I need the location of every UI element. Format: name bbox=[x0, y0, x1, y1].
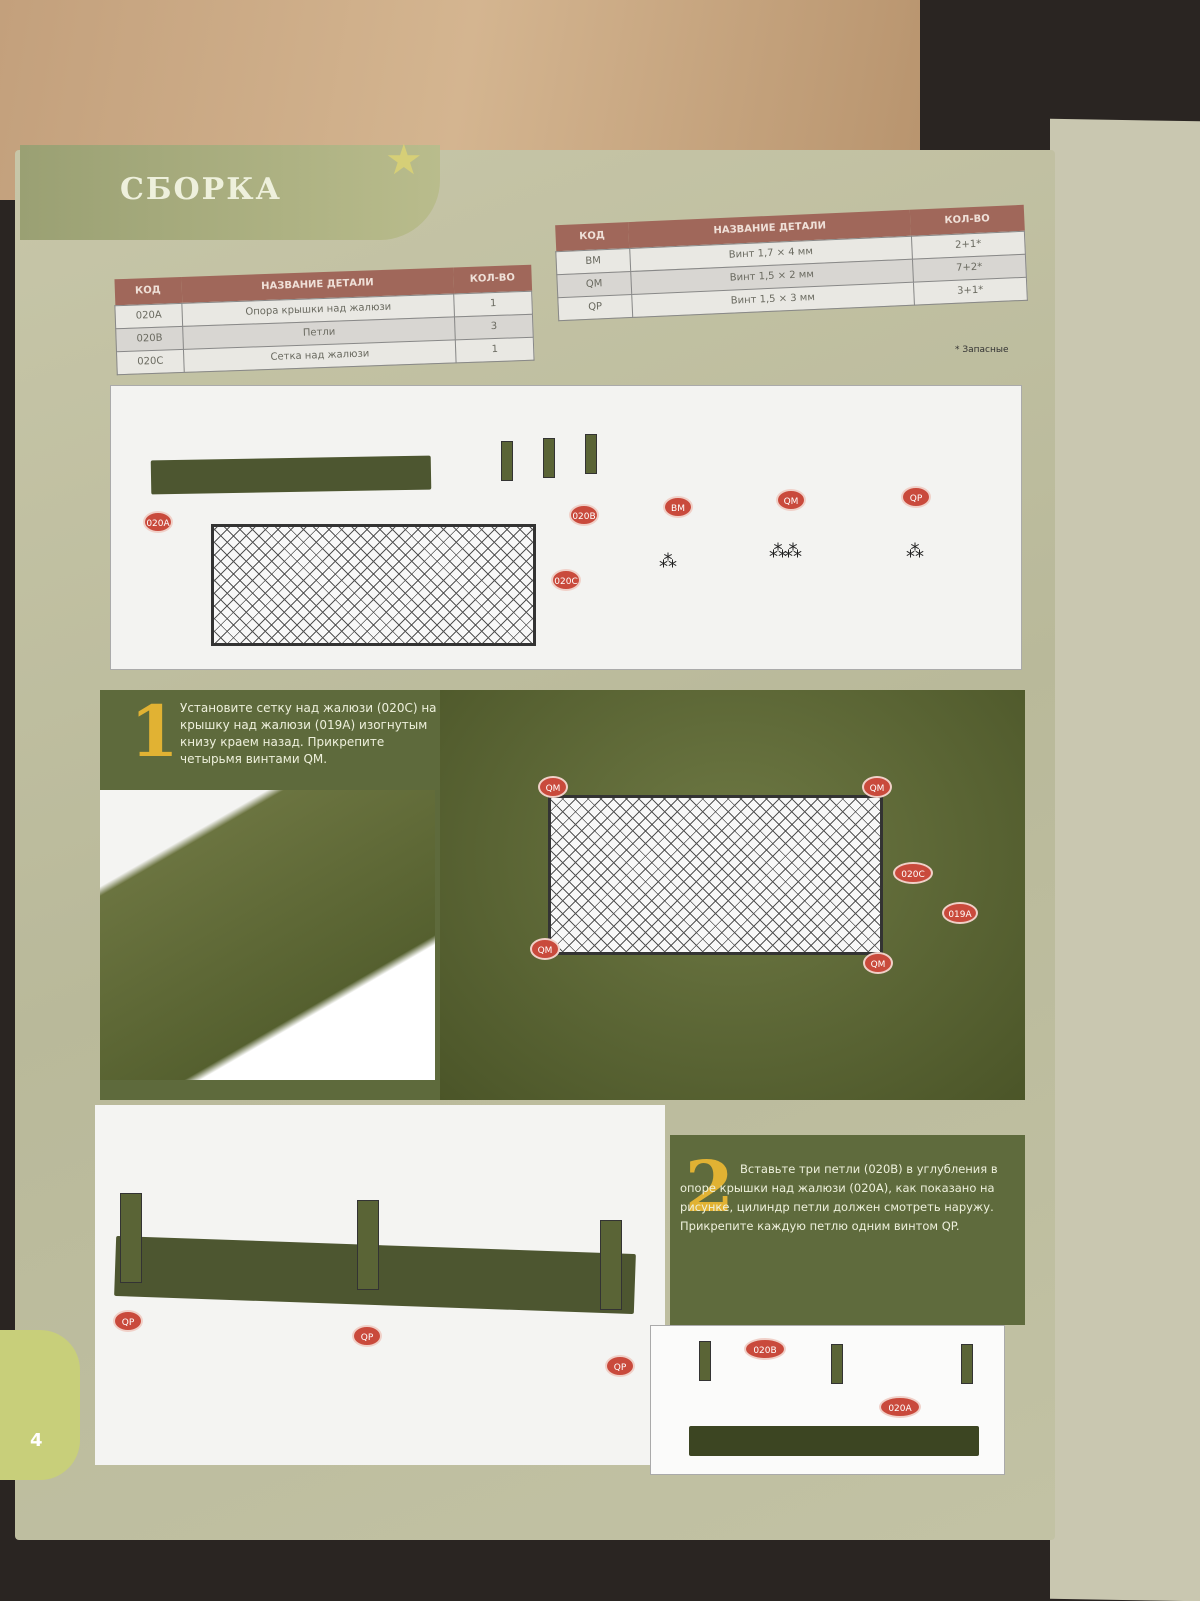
label-019a: 019A bbox=[942, 902, 978, 924]
step-number: 2 bbox=[685, 1145, 734, 1228]
label-020b: 020B bbox=[569, 504, 599, 526]
star-icon: ★ bbox=[385, 135, 423, 184]
label-qm: QM bbox=[863, 952, 893, 974]
col-header: КОД bbox=[554, 222, 630, 252]
header-banner bbox=[20, 145, 440, 240]
hinge-image bbox=[501, 441, 513, 481]
page-number-tab bbox=[0, 1330, 80, 1480]
mesh-part-image bbox=[211, 524, 536, 646]
step-2-instructions: Вставьте три петли (020B) в углубления в… bbox=[680, 1162, 998, 1233]
label-020c: 020C bbox=[893, 862, 933, 884]
qp-screws-image: ⁂ bbox=[906, 541, 924, 562]
label-020b: 020B bbox=[744, 1338, 786, 1360]
hinge-image bbox=[961, 1344, 973, 1384]
qm-screws-image: ⁂⁂ bbox=[769, 541, 802, 562]
cell: 020C bbox=[116, 348, 185, 375]
cell: 3+1* bbox=[913, 276, 1028, 305]
parts-panel: 020A 020C 020B BM QM QP ⁂ ⁂⁂ ⁂ bbox=[110, 385, 1022, 670]
installed-mesh-image bbox=[548, 795, 883, 955]
step-1-hand-photo bbox=[100, 790, 435, 1080]
cell: 020A bbox=[114, 302, 183, 329]
hinge-image bbox=[543, 438, 555, 478]
col-header: КОД bbox=[113, 276, 182, 306]
cell: 1 bbox=[454, 290, 533, 317]
spare-note: * Запасные bbox=[955, 345, 1009, 355]
step-2-photo: QP QP QP bbox=[95, 1105, 665, 1465]
cell: BM bbox=[555, 248, 631, 275]
step-1-instructions: Установите сетку над жалюзи (020C) на кр… bbox=[180, 701, 437, 766]
label-020a: 020A bbox=[143, 511, 173, 533]
cell: QM bbox=[556, 271, 632, 298]
col-header: КОЛ-ВО bbox=[453, 264, 532, 294]
label-qm: QM bbox=[776, 489, 806, 511]
support-part-image bbox=[150, 455, 432, 495]
hinge-image bbox=[357, 1200, 379, 1290]
cell: QP bbox=[557, 293, 633, 321]
label-qm: QM bbox=[538, 776, 568, 798]
label-bm: BM bbox=[663, 496, 693, 518]
cell: 020B bbox=[115, 325, 184, 352]
label-qm: QM bbox=[530, 938, 560, 960]
hinge-image bbox=[600, 1220, 622, 1310]
hinge-image bbox=[831, 1344, 843, 1384]
cell: 3 bbox=[454, 313, 534, 340]
label-020a: 020A bbox=[879, 1396, 921, 1418]
support-image bbox=[689, 1426, 979, 1456]
hinge-image bbox=[699, 1341, 711, 1381]
label-qp: QP bbox=[605, 1355, 635, 1377]
hinge-image bbox=[120, 1193, 142, 1283]
step-number: 1 bbox=[130, 690, 179, 773]
label-qp: QP bbox=[901, 486, 931, 508]
step-2-diagram: 020B 020A bbox=[650, 1325, 1005, 1475]
cell: 1 bbox=[455, 336, 535, 363]
label-020c: 020C bbox=[551, 569, 581, 591]
label-qp: QP bbox=[113, 1310, 143, 1332]
bm-screws-image: ⁂ bbox=[659, 551, 677, 572]
page-title: СБОРКА bbox=[120, 172, 282, 207]
hinge-image bbox=[585, 434, 597, 474]
step-2-panel bbox=[670, 1135, 1025, 1325]
page-number: 4 bbox=[30, 1430, 43, 1451]
next-page-edge bbox=[1050, 118, 1200, 1601]
label-qm: QM bbox=[862, 776, 892, 798]
label-qp: QP bbox=[352, 1325, 382, 1347]
